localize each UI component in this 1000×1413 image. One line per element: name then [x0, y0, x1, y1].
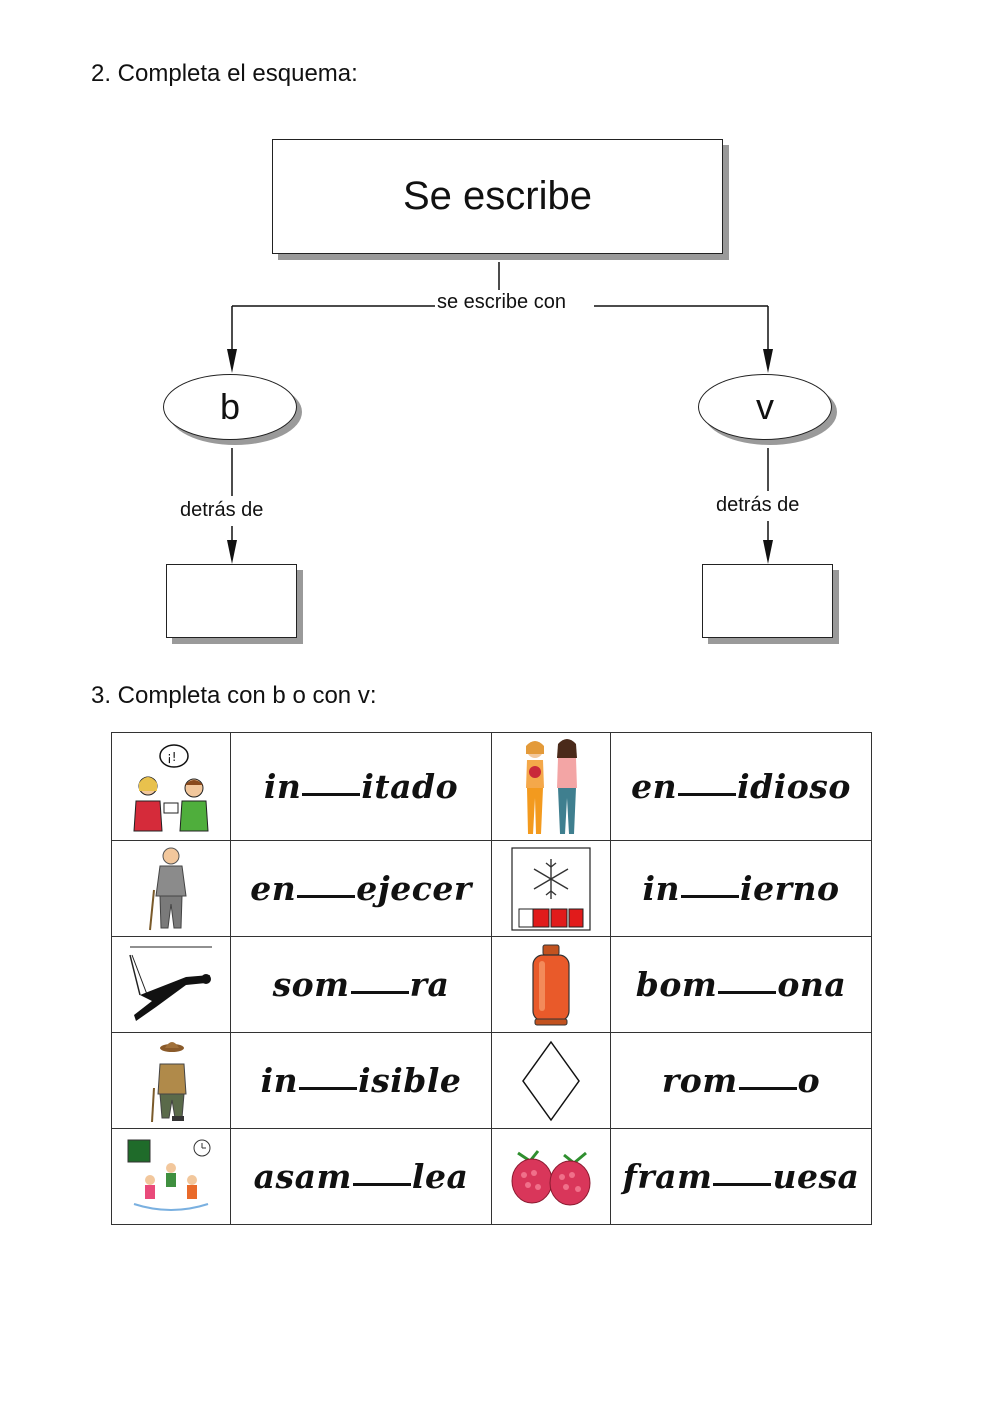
letter-v-oval: v — [698, 374, 832, 440]
letter-blank[interactable] — [297, 895, 356, 898]
letter-v-text: v — [756, 386, 774, 427]
invitation-icon: ¡! — [133, 743, 209, 831]
root-concept-box: Se escribe — [272, 139, 723, 254]
picture-cell — [111, 1032, 231, 1129]
letter-blank[interactable] — [299, 1087, 358, 1090]
gas-bottle-icon — [532, 944, 570, 1025]
connector-label-v: detrás de — [716, 494, 800, 517]
letter-blank[interactable] — [352, 1183, 411, 1186]
rhombus-icon — [522, 1040, 580, 1121]
picture-cell — [491, 936, 611, 1033]
picture-cell — [111, 840, 231, 937]
picture-cell — [491, 1032, 611, 1129]
picture-cell — [111, 1128, 231, 1225]
letter-b-oval: b — [163, 374, 297, 440]
shadow-icon — [129, 946, 212, 1021]
raspberry-icon — [511, 1149, 591, 1205]
old-man-icon — [149, 847, 187, 930]
invisible-man-icon — [151, 1041, 187, 1122]
winter-snowflake-icon — [511, 846, 591, 931]
assembly-icon — [127, 1139, 211, 1211]
picture-cell — [491, 1128, 611, 1225]
letter-blank[interactable] — [738, 1087, 797, 1090]
picture-cell: ¡! — [111, 732, 231, 841]
svg-text:¡!: ¡! — [167, 750, 177, 764]
section-3-heading: 3. Completa con b o con v: — [91, 682, 377, 709]
diagram-connectors — [227, 262, 773, 564]
picture-cell — [111, 936, 231, 1033]
letter-blank[interactable] — [681, 895, 740, 898]
section-2-heading: 2. Completa el esquema: — [91, 60, 358, 87]
letter-blank[interactable] — [302, 793, 361, 796]
answer-box-v[interactable] — [702, 564, 833, 638]
connector-label-top: se escribe con — [435, 291, 568, 314]
letter-blank[interactable] — [718, 991, 777, 994]
letter-blank[interactable] — [678, 793, 737, 796]
root-concept-text: Se escribe — [403, 174, 592, 218]
picture-cell — [491, 732, 611, 841]
connector-label-b: detrás de — [180, 499, 264, 522]
letter-b-text: b — [219, 386, 241, 427]
letter-blank[interactable] — [350, 991, 409, 994]
envious-women-icon — [526, 738, 577, 834]
picture-cell — [491, 840, 611, 937]
answer-box-b[interactable] — [166, 564, 297, 638]
letter-blank[interactable] — [713, 1183, 772, 1186]
